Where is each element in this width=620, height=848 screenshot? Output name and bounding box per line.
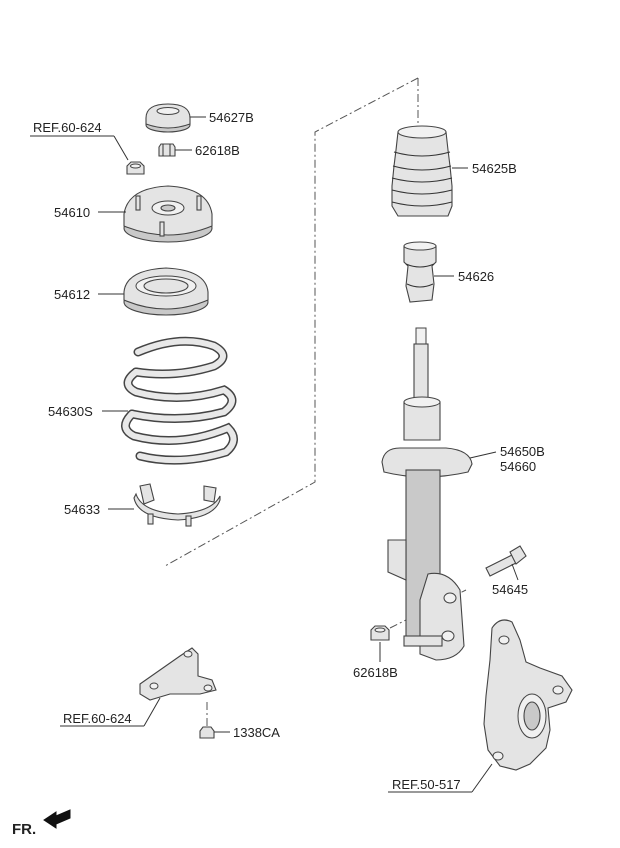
label-62618B-top[interactable]: 62618B xyxy=(195,143,240,158)
part-54630S-coil-spring[interactable] xyxy=(121,336,238,465)
part-54633-spring-pad[interactable] xyxy=(133,483,221,527)
label-54660[interactable]: 54660 xyxy=(500,459,536,474)
part-54645-bolt[interactable] xyxy=(485,545,527,577)
front-direction-marker: FR. xyxy=(12,809,71,838)
part-54610-mount[interactable] xyxy=(123,185,213,243)
part-1338CA-nut[interactable] xyxy=(199,702,215,739)
label-54625B[interactable]: 54625B xyxy=(472,161,517,176)
label-54630S[interactable]: 54630S xyxy=(48,404,93,419)
label-54612[interactable]: 54612 xyxy=(54,287,90,302)
label-54610[interactable]: 54610 xyxy=(54,205,90,220)
part-labels: REF.60-624 54627B 62618B 54610 54612 546… xyxy=(33,110,545,792)
label-ref-60-624-top[interactable]: REF.60-624 xyxy=(33,120,102,135)
label-54626[interactable]: 54626 xyxy=(458,269,494,284)
part-62618B-nut-top[interactable] xyxy=(158,143,176,157)
label-1338CA[interactable]: 1338CA xyxy=(233,725,280,740)
front-arrow-icon xyxy=(43,809,71,829)
label-62618B-bottom[interactable]: 62618B xyxy=(353,665,398,680)
label-54650B[interactable]: 54650B xyxy=(500,444,545,459)
steering-knuckle[interactable] xyxy=(483,619,573,771)
leader-lines xyxy=(30,116,519,793)
ref-60-624-nut[interactable] xyxy=(126,161,145,175)
label-ref-60-624-bottom[interactable]: REF.60-624 xyxy=(63,711,132,726)
part-54627B-cap[interactable] xyxy=(145,103,191,133)
part-62618B-nut-bottom[interactable] xyxy=(370,625,390,641)
label-54633[interactable]: 54633 xyxy=(64,502,100,517)
part-54626-bump-stopper[interactable] xyxy=(403,241,437,303)
label-54627B[interactable]: 54627B xyxy=(209,110,254,125)
label-ref-50-517[interactable]: REF.50-517 xyxy=(392,777,461,792)
part-54650B-strut[interactable] xyxy=(381,327,473,661)
part-54612-bearing[interactable] xyxy=(123,267,209,316)
lower-arm-bracket[interactable] xyxy=(139,647,217,701)
part-54625B-dust-boot[interactable] xyxy=(391,125,453,217)
fr-label: FR. xyxy=(12,821,36,838)
label-54645[interactable]: 54645 xyxy=(492,582,528,597)
